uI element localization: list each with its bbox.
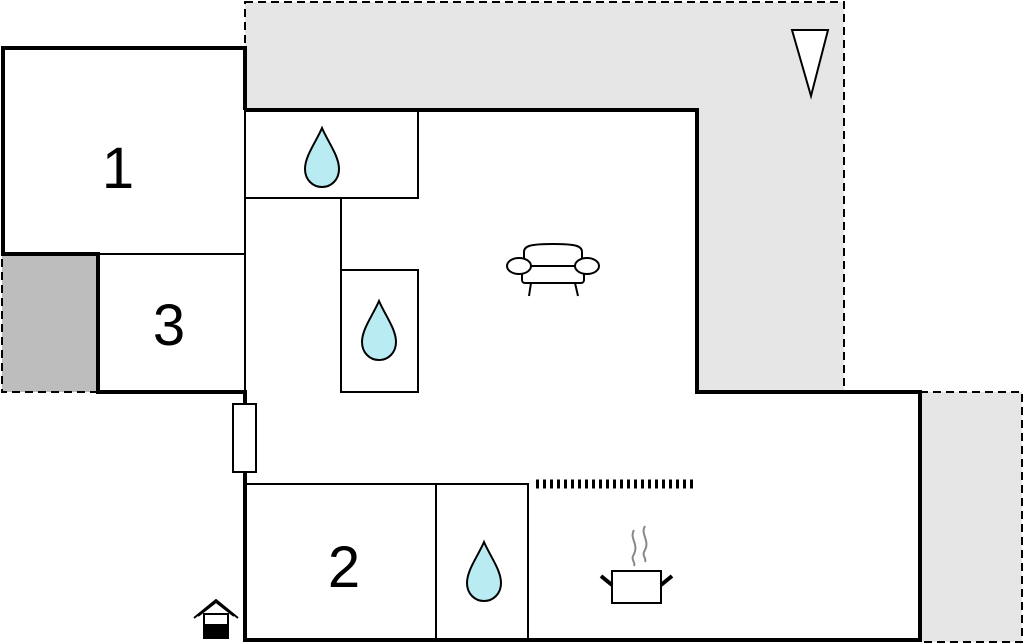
water-drop-icon bbox=[303, 125, 341, 189]
water-drop-icon bbox=[360, 298, 398, 362]
door-icon bbox=[232, 403, 257, 473]
north-arrow-icon bbox=[790, 29, 830, 100]
room-1-label: 1 bbox=[102, 136, 134, 201]
room-2-label: 2 bbox=[328, 535, 360, 600]
bathroom-top bbox=[244, 109, 419, 199]
room-1-area bbox=[3, 48, 245, 254]
room-3-label: 3 bbox=[153, 293, 185, 358]
water-drop-icon bbox=[465, 539, 503, 603]
entrance-house-icon bbox=[193, 598, 239, 639]
cooking-pot-icon bbox=[599, 525, 674, 604]
room-3-area bbox=[98, 254, 245, 392]
inner-walls bbox=[98, 109, 529, 641]
sofa-icon bbox=[506, 242, 600, 297]
terrace-right bbox=[919, 391, 1023, 643]
bathroom-bottom bbox=[435, 483, 529, 641]
wall-room-1 bbox=[1, 46, 247, 404]
interior bbox=[3, 48, 920, 640]
terrace-left bbox=[1, 253, 99, 393]
main-floor bbox=[245, 110, 920, 640]
bathroom-middle bbox=[340, 269, 419, 393]
